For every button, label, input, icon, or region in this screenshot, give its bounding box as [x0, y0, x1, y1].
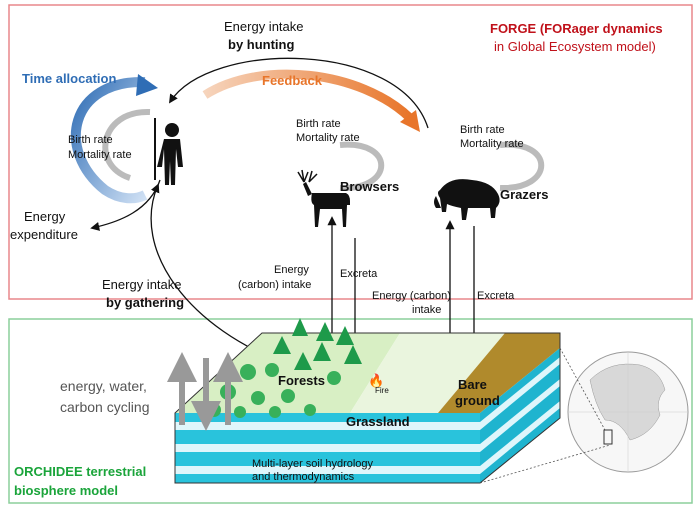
soil-label-1: Multi-layer soil hydrology	[252, 458, 374, 470]
fire-label: Fire	[375, 386, 389, 395]
browsers-intake-label-2: (carbon) intake	[238, 279, 312, 291]
browsers-birth-rate: Birth rate	[296, 118, 341, 130]
hunting-label-2: by hunting	[228, 37, 295, 52]
grazers-cycle-arrow	[499, 141, 545, 192]
time-allocation-label: Time allocation	[22, 71, 117, 86]
grazers-intake-label-2: intake	[412, 304, 442, 316]
browsers-intake-label-1: Energy	[274, 264, 309, 276]
human-birth-rate: Birth rate	[68, 134, 113, 146]
browsers-label: Browsers	[340, 179, 400, 194]
grazers-mortality-rate: Mortality rate	[460, 138, 524, 150]
forge-box	[8, 4, 693, 300]
browsers-excreta-label: Excreta	[340, 268, 378, 280]
grassland-label: Grassland	[346, 414, 410, 429]
hunting-arrow	[169, 57, 429, 129]
energy-expenditure-label-2: expenditure	[10, 227, 78, 242]
grazers-birth-rate: Birth rate	[460, 124, 505, 136]
deer-icon	[297, 169, 350, 227]
feedback-arrow	[202, 69, 414, 122]
orchidee-box	[8, 318, 693, 504]
human-cycle-arrow	[102, 108, 151, 181]
time-allocation-arrow	[70, 76, 148, 204]
soil-label-2: and thermodynamics	[252, 471, 355, 483]
forest-trees	[207, 318, 362, 418]
orchidee-title-line1: ORCHIDEE terrestrial	[14, 464, 147, 479]
browsers-mortality-rate: Mortality rate	[296, 132, 360, 144]
feedback-label: Feedback	[262, 73, 322, 88]
grazers-label: Grazers	[500, 187, 549, 202]
orchidee-title-line2: biosphere model	[14, 483, 119, 498]
time-allocation-arrowhead	[136, 74, 158, 96]
human-icon	[154, 118, 183, 185]
human-mortality-rate: Mortality rate	[68, 149, 132, 161]
cycling-label-1: energy, water,	[60, 378, 147, 394]
feedback-arrowhead	[400, 110, 420, 132]
cycling-label-2: carbon cycling	[60, 399, 150, 415]
hunting-label-1: Energy intake	[224, 19, 304, 34]
gathering-label-1: Energy intake	[102, 277, 182, 292]
cycling-arrows	[167, 352, 243, 431]
zoom-line-top	[559, 347, 606, 431]
forge-title-line1: FORGE (FORager dynamics	[490, 21, 663, 36]
gathering-label-2: by gathering	[106, 295, 185, 310]
bare-ground-surface	[438, 333, 560, 413]
forge-title-line2: in Global Ecosystem model)	[494, 39, 656, 54]
bare-ground-label-2: ground	[455, 393, 500, 408]
grazers-intake-label-1: Energy (carbon)	[372, 290, 451, 302]
bison-icon	[434, 179, 500, 220]
zoom-line-bottom	[479, 444, 611, 484]
grassland-surface	[350, 333, 505, 413]
forests-label: Forests	[278, 373, 325, 388]
energy-expenditure-label-1: Energy	[24, 209, 66, 224]
fire-icon: 🔥	[368, 373, 384, 388]
globe-icon	[567, 351, 689, 473]
bare-ground-label-1: Bare	[458, 377, 487, 392]
grazers-excreta-label: Excreta	[477, 290, 515, 302]
browsers-cycle-arrow	[339, 141, 385, 192]
